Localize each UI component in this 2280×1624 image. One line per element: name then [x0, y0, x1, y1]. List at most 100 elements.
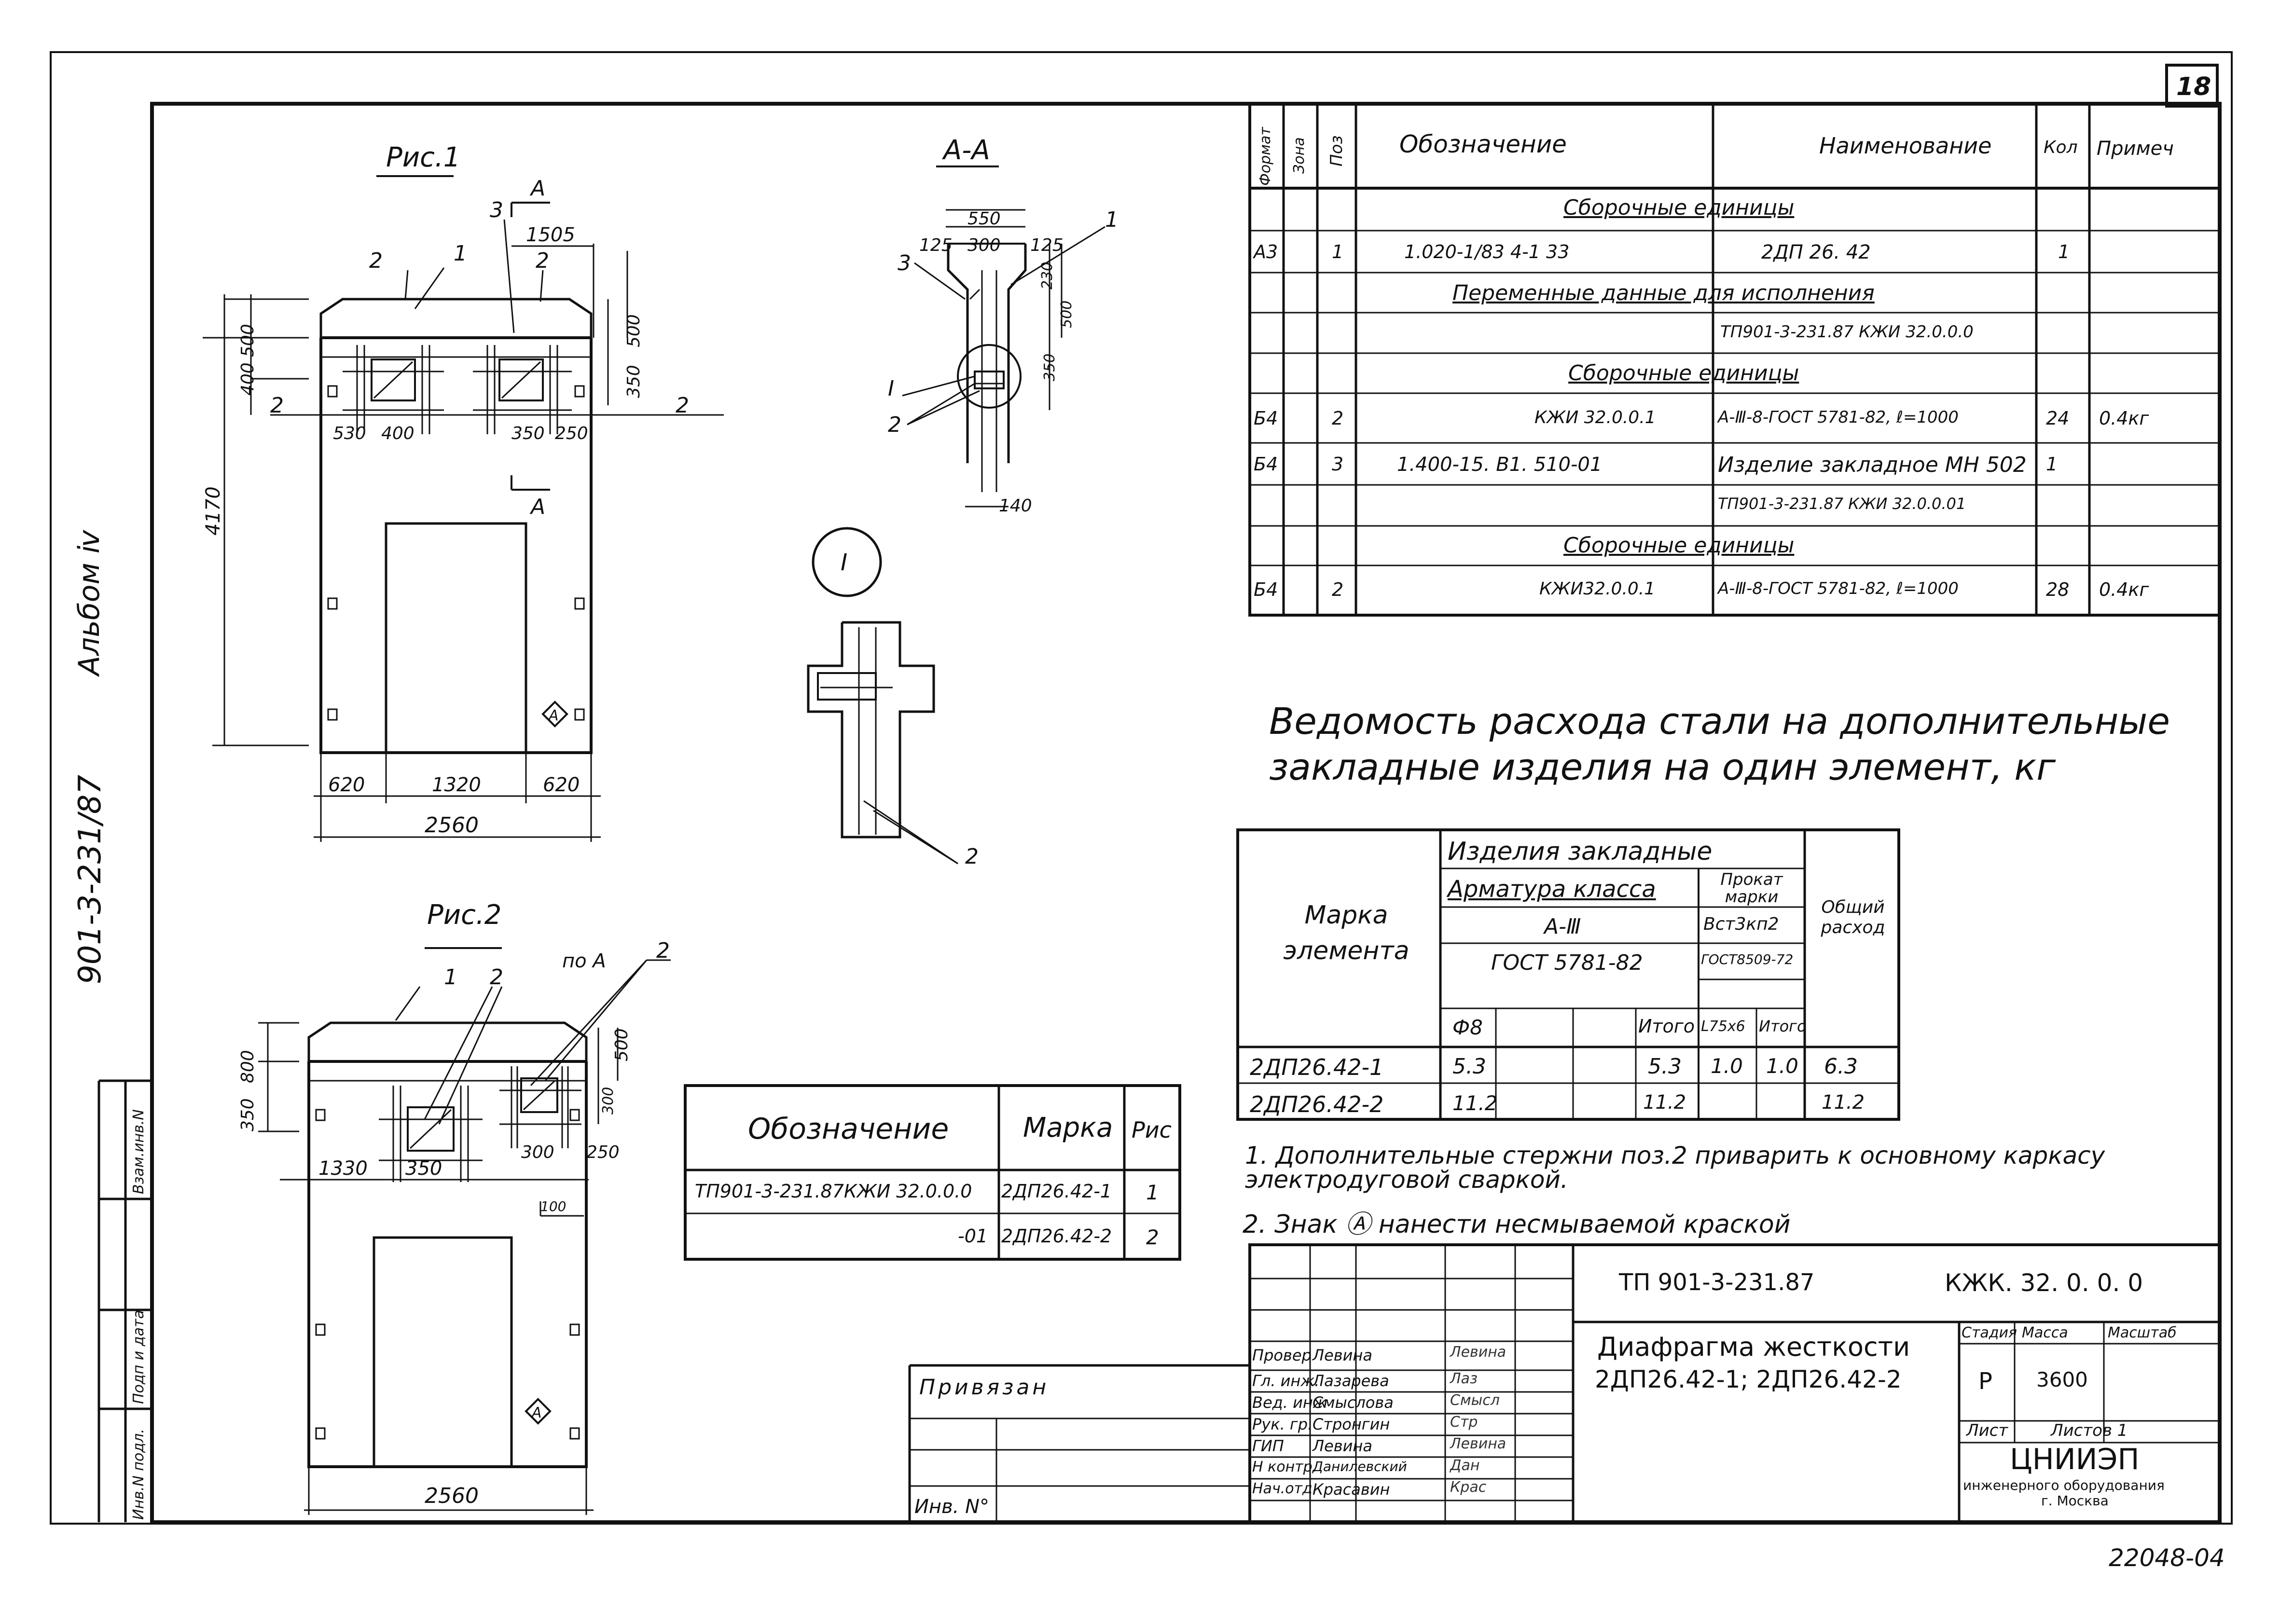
fig1-dim: 4170 — [202, 486, 224, 536]
fig1-label: 2 — [676, 393, 689, 418]
stage-header: Стадия — [1962, 1324, 2017, 1341]
signer-name: Красавин — [1313, 1480, 1390, 1499]
note-2: 2. Знак Ⓐ нанести несмываемой краской — [1243, 1210, 1791, 1239]
fig1-title: Рис.1 — [386, 142, 460, 173]
spec-cell-name: 2ДП 26. 42 — [1761, 241, 1871, 263]
spec-cell-format: А3 — [1254, 241, 1278, 262]
fig2-dim: 300 — [521, 1142, 554, 1162]
signer-name: Лазарева — [1313, 1372, 1389, 1390]
spec-cell-name: А-Ⅲ-8-ГОСТ 5781-82, ℓ=1000 — [1718, 408, 1959, 427]
spec-cell-note: 0.4кг — [2099, 408, 2149, 429]
mass-value: 3600 — [2036, 1368, 2088, 1391]
fig2-dim: 500 — [612, 1028, 632, 1061]
steel-header-items: Изделия закладные — [1448, 837, 1713, 866]
steel-header-prokat-gost: ГОСТ8509-72 — [1701, 951, 1794, 967]
fig2-dim: 300 — [600, 1087, 617, 1115]
fig2-po-a: по А — [562, 950, 606, 972]
steel-header-rebar: Арматура класса — [1448, 876, 1656, 903]
fig2-mark-a: А — [531, 1404, 542, 1421]
fig2-label: 2 — [490, 965, 503, 990]
marks-header-designation: Обозначение — [748, 1112, 949, 1146]
spec-cell-qty: 24 — [2046, 408, 2070, 429]
org-subname: инженерного оборудования — [1963, 1477, 2165, 1493]
sheet-number: 18 — [2176, 72, 2211, 101]
spec-cell-pos: 2 — [1332, 408, 1344, 429]
section-aa-dim: 300 — [967, 235, 1001, 255]
fig1-drawing — [203, 175, 724, 842]
spec-cell-pos: 2 — [1332, 579, 1344, 600]
section-aa-dim: 500 — [1058, 301, 1075, 328]
section-aa-dim: 125 — [1030, 235, 1064, 255]
fig1-dim: 2560 — [425, 813, 479, 838]
document-code: КЖК. 32. 0. 0. 0 — [1945, 1269, 2143, 1297]
fig2-dim: 1330 — [318, 1157, 368, 1180]
steel-header-angle: L75х6 — [1701, 1018, 1745, 1035]
fig2-dim: 250 — [586, 1142, 620, 1162]
marks-row-mark: 2ДП26.42-2 — [1001, 1225, 1112, 1247]
spec-header-note: Примеч — [2097, 138, 2174, 160]
marks-header-mark: Марка — [1023, 1112, 1113, 1143]
marks-header-fig: Рис — [1132, 1117, 1172, 1143]
spec-cell-format: Б4 — [1254, 454, 1278, 475]
section-aa-label: 3 — [898, 251, 911, 275]
project-number: 901-3-231/87 — [72, 774, 108, 984]
marks-row-fig: 1 — [1146, 1181, 1159, 1204]
fig1-label: А — [529, 176, 545, 201]
strip-cell-sign: Подп и дата — [130, 1310, 147, 1404]
steel-header-prokat-grade: Вст3кп2 — [1703, 914, 1779, 934]
strip-cell-inv: Инв.N подл. — [130, 1429, 147, 1520]
fig1-dim: 350 — [624, 365, 644, 398]
spec-cell-name: Изделие закладное МН 502 — [1718, 453, 2027, 477]
fig1-label: 1 — [454, 241, 467, 266]
spec-header-pos: Поз — [1327, 135, 1346, 166]
section-aa-dim: 350 — [1041, 354, 1058, 381]
steel-row-d8: 11.2 — [1452, 1091, 1498, 1115]
spec-cell-pos: 1 — [1332, 241, 1344, 262]
signer-name: Данилевский — [1313, 1459, 1407, 1474]
fig1-label: 2 — [369, 248, 383, 273]
signer-role: Вед. инж — [1252, 1393, 1327, 1412]
steel-row-total: 5.3 — [1648, 1054, 1682, 1079]
steel-header-total: Итого — [1638, 1016, 1695, 1037]
spec-header-designation: Обозначение — [1399, 130, 1567, 158]
spec-cell-designation: 1.400-15. В1. 510-01 — [1397, 454, 1603, 476]
steel-header-overall: Общий расход — [1821, 897, 1885, 937]
section-aa-drawing — [902, 165, 1105, 508]
spec-cell-qty: 1 — [2058, 241, 2070, 262]
fig1-dim: 530 — [333, 424, 366, 443]
fig1-dim: 1505 — [526, 224, 575, 246]
fig2-dim: 100 — [540, 1198, 566, 1214]
signer-role: Нач.отд. — [1252, 1480, 1317, 1497]
spec-header-name: Наименование — [1819, 133, 1992, 159]
signer-role: Н контр. — [1252, 1459, 1317, 1475]
spec-cell-pos: 3 — [1332, 454, 1344, 475]
album-label: Альбом ⅳ — [72, 530, 106, 676]
section-aa-dim: 125 — [919, 235, 953, 255]
marks-row-designation: -01 — [958, 1225, 988, 1247]
org-name: ЦНИИЭП — [2010, 1443, 2140, 1476]
spec-cell-qty: 28 — [2046, 579, 2070, 600]
signer-name: Стронгин — [1313, 1415, 1390, 1433]
steel-header-rebar-class: А-Ⅲ — [1544, 914, 1581, 939]
spec-header-format: Формат — [1257, 127, 1274, 186]
steel-header-d8: Ф8 — [1452, 1016, 1483, 1039]
stage-value: Р — [1978, 1368, 1992, 1395]
marks-row-fig: 2 — [1146, 1225, 1159, 1249]
spec-cell-note: 0.4кг — [2099, 579, 2149, 600]
spec-table-grid — [1248, 102, 2221, 617]
fig1-dim: 400 — [238, 362, 258, 396]
scale-header: Масштаб — [2108, 1324, 2177, 1341]
fig2-drawing — [258, 947, 671, 1515]
steel-title-line1: Ведомость расхода стали на дополнительны… — [1269, 700, 2170, 743]
steel-row-overall: 11.2 — [1822, 1091, 1865, 1114]
signer-signature: Крас — [1450, 1479, 1487, 1496]
fig1-dim: 250 — [555, 424, 588, 443]
fig1-label: 2 — [270, 393, 284, 418]
fig2-dim: 800 — [238, 1050, 258, 1083]
fig1-dim: 1320 — [432, 774, 481, 796]
fig2-title: Рис.2 — [427, 899, 501, 931]
steel-row-total: 11.2 — [1643, 1091, 1686, 1114]
section-aa-label: I — [888, 376, 894, 401]
fig2-dim: 350 — [405, 1157, 442, 1180]
detail-i-leader-label: 2 — [965, 844, 979, 869]
